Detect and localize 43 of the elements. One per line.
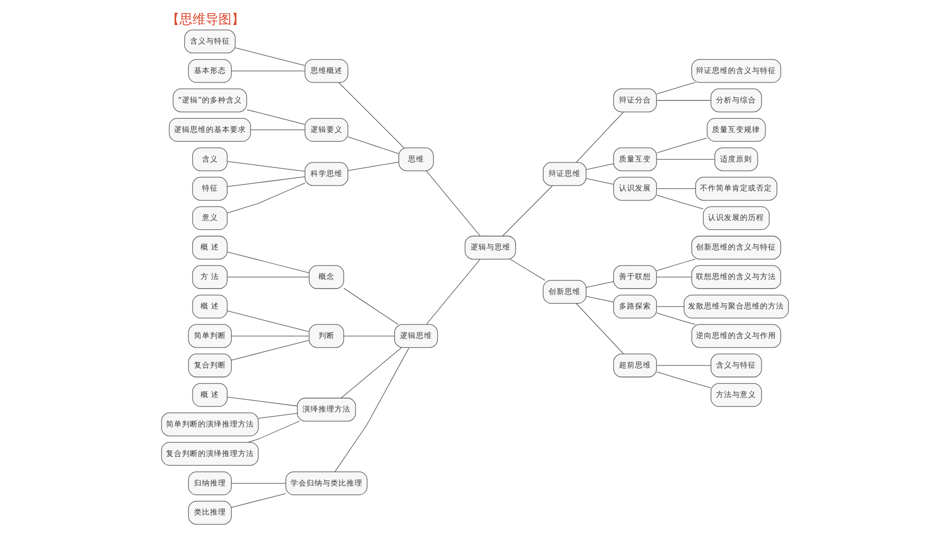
connector bbox=[576, 112, 624, 163]
connector bbox=[656, 188, 696, 190]
connector bbox=[246, 109, 306, 125]
connector bbox=[231, 340, 310, 360]
connector bbox=[656, 138, 708, 154]
connector bbox=[656, 194, 704, 210]
connector bbox=[586, 178, 614, 185]
connector bbox=[656, 306, 684, 307]
connector bbox=[344, 288, 398, 325]
connector bbox=[426, 258, 480, 325]
connector bbox=[340, 347, 402, 398]
connector bbox=[656, 158, 716, 160]
connector bbox=[226, 182, 306, 214]
diagram-title: 【思维导图】 bbox=[166, 12, 245, 28]
connector bbox=[258, 412, 298, 419]
connector bbox=[656, 365, 712, 366]
connector bbox=[576, 303, 624, 354]
connector bbox=[348, 136, 400, 154]
connector bbox=[334, 347, 410, 472]
connector bbox=[426, 170, 480, 236]
connector bbox=[656, 82, 696, 94]
connector bbox=[226, 396, 298, 406]
connector bbox=[656, 372, 712, 388]
connector bbox=[226, 161, 306, 172]
connector bbox=[338, 82, 404, 148]
connector bbox=[231, 70, 306, 72]
connector bbox=[226, 252, 310, 274]
connector bbox=[656, 312, 696, 325]
connector bbox=[502, 185, 553, 236]
connector bbox=[656, 276, 692, 278]
connector bbox=[234, 47, 306, 66]
connector bbox=[586, 163, 614, 170]
connector bbox=[226, 310, 310, 332]
connector bbox=[656, 100, 712, 101]
connector bbox=[226, 276, 310, 278]
connector bbox=[656, 258, 696, 271]
connector bbox=[586, 281, 614, 288]
connector bbox=[231, 493, 286, 508]
connector bbox=[510, 258, 546, 281]
connector bbox=[226, 176, 306, 187]
connector bbox=[586, 296, 614, 302]
connector bbox=[348, 162, 400, 171]
connector bbox=[231, 482, 286, 484]
